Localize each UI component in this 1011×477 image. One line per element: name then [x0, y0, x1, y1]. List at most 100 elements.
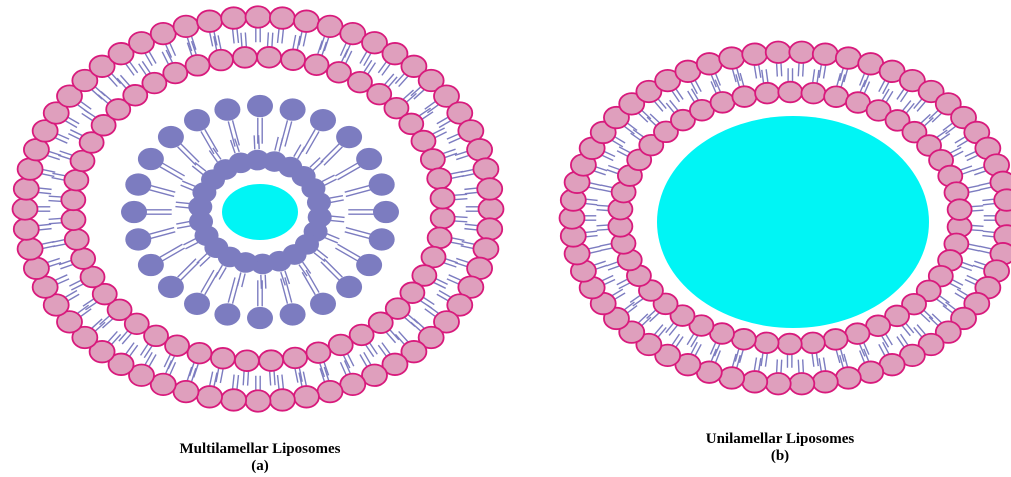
- lipid-tail: [49, 218, 63, 219]
- lipid-tail: [970, 230, 983, 231]
- lipid-head: [742, 371, 767, 393]
- lipid-head: [257, 47, 281, 68]
- lipid-tail: [603, 151, 615, 156]
- lipid-tail: [754, 358, 756, 371]
- lipid-tail: [60, 264, 73, 269]
- inner-lipid-tail: [275, 137, 278, 151]
- lipid-head: [294, 10, 319, 32]
- lipid-head: [259, 350, 283, 371]
- inner-lipid-head: [125, 173, 151, 195]
- lipid-tail: [836, 350, 839, 363]
- lipid-head: [824, 329, 848, 350]
- inner-lipid-head: [369, 228, 395, 250]
- lipid-tail: [740, 73, 743, 86]
- inner-lipid-head: [214, 303, 240, 325]
- lipid-head: [836, 47, 861, 69]
- lipid-tail: [453, 199, 467, 200]
- lipid-tail: [241, 33, 242, 47]
- inner-lipid-head: [247, 95, 273, 117]
- lipid-tail: [282, 375, 283, 389]
- lipid-tail: [584, 203, 597, 204]
- inner-lipid-head: [356, 254, 382, 276]
- lipid-head: [340, 374, 365, 396]
- lipid-tail: [170, 43, 176, 56]
- lipid-head: [211, 348, 235, 369]
- lipid-tail: [464, 188, 478, 189]
- lipid-tail: [597, 229, 610, 230]
- inner-lipid-tail: [182, 181, 195, 186]
- lipid-tail: [781, 63, 782, 76]
- lipid-head: [165, 335, 189, 356]
- lipid-tail: [278, 375, 279, 389]
- inner-lipid-head: [138, 148, 164, 170]
- inner-lipid-head: [247, 307, 273, 329]
- lipid-tail: [340, 362, 346, 375]
- inner-lipid-tail: [176, 221, 190, 224]
- lipid-head: [755, 332, 779, 353]
- lipid-tail: [38, 188, 52, 189]
- inner-lipid-head: [336, 276, 362, 298]
- caption-a-title: Multilamellar Liposomes: [120, 441, 400, 458]
- lipid-tail: [450, 242, 464, 245]
- lipid-tail: [243, 371, 244, 385]
- lipid-tail: [824, 358, 826, 371]
- lipid-head: [845, 323, 869, 344]
- inner-lipid-tail: [259, 135, 260, 149]
- lipid-head: [477, 178, 502, 200]
- lipid-tail: [817, 70, 819, 83]
- lipid-head: [24, 258, 49, 280]
- lipid-tail: [864, 343, 869, 355]
- lipid-head: [755, 83, 779, 104]
- inner-lipid-head: [310, 293, 336, 315]
- lipid-tail: [607, 262, 619, 266]
- lipid-head: [163, 63, 187, 84]
- lipid-tail: [601, 248, 614, 251]
- lipid-tail: [973, 265, 985, 269]
- caption-b-letter: (b): [640, 448, 920, 465]
- lipid-head: [305, 54, 329, 75]
- lipid-head: [18, 158, 43, 180]
- inner-lipid-tail: [326, 234, 339, 239]
- lipid-head: [477, 218, 502, 240]
- inner-lipid-tail: [330, 220, 344, 221]
- lipid-head: [711, 92, 735, 113]
- lipid-tail: [456, 155, 469, 159]
- lipid-tail: [812, 354, 814, 367]
- lipid-head: [197, 386, 222, 408]
- inner-lipid-tail: [330, 200, 344, 203]
- lipid-tail: [210, 372, 213, 386]
- lipid-tail: [295, 369, 298, 383]
- lipid-tail: [803, 64, 804, 77]
- lipid-tail: [58, 155, 71, 159]
- lipid-tail: [798, 360, 799, 373]
- lipid-tail: [967, 186, 980, 189]
- lipid-tail: [282, 29, 283, 43]
- lipid-tail: [601, 155, 613, 160]
- lipid-head: [479, 198, 504, 220]
- inner-lipid-head: [356, 148, 382, 170]
- lipid-tail: [245, 32, 246, 46]
- lipid-head: [431, 188, 455, 209]
- lipid-tail: [56, 133, 69, 139]
- lipid-tail: [798, 63, 799, 76]
- lipid-tail: [733, 69, 736, 82]
- lipid-tail: [824, 66, 826, 79]
- lipid-tail: [38, 229, 52, 230]
- inner-lipid-tail: [177, 226, 191, 229]
- lipid-tail: [754, 66, 756, 79]
- lipid-tail: [55, 137, 68, 143]
- lipid-head: [732, 329, 756, 350]
- lipid-tail: [603, 280, 615, 285]
- lipid-head: [65, 229, 89, 250]
- inner-lipid-head: [125, 228, 151, 250]
- lipid-tail: [597, 205, 610, 206]
- lipid-tail: [272, 33, 273, 47]
- lipid-tail: [974, 261, 986, 265]
- lipid-head: [233, 47, 257, 68]
- lipid-tail: [37, 224, 51, 225]
- lipid-head: [994, 189, 1011, 211]
- lipid-head: [246, 6, 271, 28]
- lipid-head: [221, 7, 246, 29]
- lipid-tail: [593, 261, 605, 265]
- lipid-tail: [49, 196, 63, 197]
